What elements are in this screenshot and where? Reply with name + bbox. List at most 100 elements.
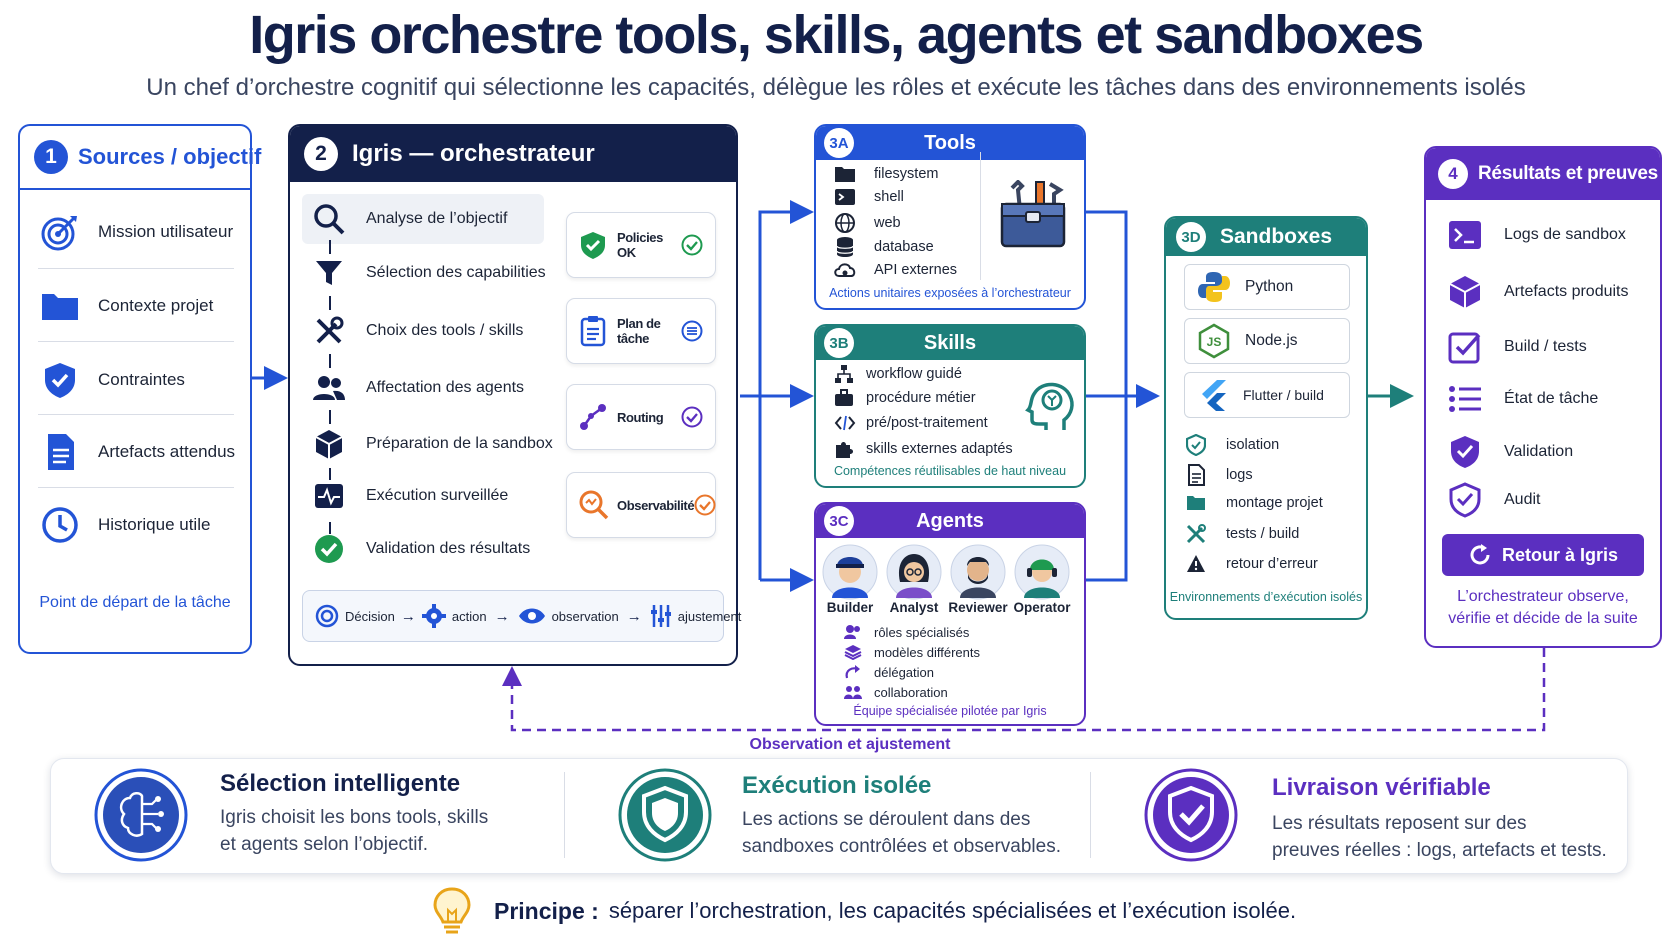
folder-icon	[834, 164, 856, 184]
step-selection: Sélection des capabilities	[312, 258, 546, 288]
item-label: Contexte projet	[98, 296, 214, 315]
result-artefacts: Artefacts produits	[1448, 274, 1629, 310]
shield-check-icon	[1448, 434, 1482, 470]
route-icon	[579, 402, 607, 432]
workflow-icon	[834, 364, 854, 384]
sandbox-logs: logs	[1186, 464, 1253, 486]
skill-workflow: workflow guidé	[834, 364, 962, 384]
cube-icon	[312, 428, 346, 460]
tools-icon	[1186, 524, 1206, 544]
skill-label: procédure métier	[866, 390, 976, 406]
result-etat: État de tâche	[1448, 384, 1598, 414]
monitor-pulse-icon	[312, 482, 346, 510]
sources-header: 1 Sources / objectif	[34, 140, 261, 174]
tools-footer: Actions unitaires exposées à l’orchestra…	[829, 286, 1071, 300]
tool-shell: shell	[834, 188, 904, 206]
retour-button[interactable]: Retour à Igris	[1442, 534, 1644, 576]
sources-title: Sources / objectif	[78, 144, 262, 169]
benefit-title: Livraison vérifiable	[1272, 774, 1491, 801]
step-label: Affectation des agents	[366, 379, 525, 396]
step-label: Choix des tools / skills	[366, 322, 524, 339]
step-number: 4	[1438, 159, 1468, 189]
puzzle-icon	[834, 439, 854, 459]
users-icon	[312, 374, 346, 402]
sources-item-historique: Historique utile	[40, 505, 210, 545]
loop-label: action	[451, 608, 487, 624]
skill-label: workflow guidé	[866, 366, 962, 382]
result-build: Build / tests	[1448, 330, 1587, 364]
result-audit: Audit	[1448, 482, 1540, 518]
layers-icon	[844, 644, 862, 660]
tool-filesystem: filesystem	[834, 164, 938, 184]
tool-label: database	[874, 239, 934, 255]
runtime-label: Node.js	[1245, 332, 1298, 349]
loop-label: ajustement	[677, 608, 742, 624]
folder-icon	[40, 288, 80, 324]
results-footer-line2: vérifie et décide de la suite	[1448, 610, 1638, 627]
runtime-python: Python	[1184, 264, 1350, 310]
role-label: Builder	[826, 600, 874, 615]
sandbox-item-label: logs	[1226, 467, 1253, 483]
sources-item-contexte: Contexte projet	[40, 288, 213, 324]
loop-label: observation	[551, 608, 619, 624]
benefits-band	[50, 758, 1628, 874]
tool-web: web	[834, 212, 901, 234]
funnel-icon	[312, 258, 346, 288]
shield-icon	[1186, 434, 1206, 456]
agent-item-label: délégation	[874, 664, 934, 680]
check-label: Routing	[617, 409, 664, 425]
step-label: Sélection des capabilities	[366, 264, 546, 281]
results-footer-line1: L’orchestrateur observe,	[1457, 588, 1629, 605]
benefit-text: Igris choisit les bons tools, skills	[220, 807, 489, 828]
sandbox-tests: tests / build	[1186, 524, 1299, 544]
check-circle-icon	[312, 534, 346, 564]
step-number: 3D	[1176, 222, 1206, 252]
magnifier-chart-icon	[579, 490, 609, 520]
benefit-text: et agents selon l’objectif.	[220, 834, 429, 855]
sandbox-item-label: isolation	[1226, 437, 1280, 453]
principle-line: Principe : séparer l’orchestration, les …	[432, 886, 1296, 936]
benefit-text: Les résultats reposent sur des	[1272, 813, 1527, 834]
skill-pre-post: pré/post-traitement	[834, 414, 988, 432]
decision-loop-bar: Décision → action → observation → ajuste…	[302, 590, 741, 642]
skills-footer: Compétences réutilisables de haut niveau	[833, 464, 1067, 478]
briefcase-icon	[834, 389, 854, 407]
skill-procedure: procédure métier	[834, 389, 976, 407]
tool-label: shell	[874, 189, 904, 205]
eye-icon	[518, 606, 546, 626]
runtime-label: Python	[1245, 278, 1294, 295]
step-number: 1	[34, 140, 68, 174]
step-label: Préparation de la sandbox	[366, 435, 553, 452]
check-policies: Policies OK	[566, 212, 716, 278]
agent-item-label: collaboration	[874, 684, 948, 700]
item-label: Mission utilisateur	[98, 222, 234, 241]
refresh-icon	[1468, 543, 1492, 567]
role-label: Analyst	[889, 600, 939, 615]
sandbox-erreur: retour d’erreur	[1186, 554, 1318, 574]
step-label: Analyse de l’objectif	[366, 210, 508, 227]
step-connectors	[329, 240, 331, 534]
sources-footer: Point de départ de la tâche	[39, 594, 231, 611]
benefit-text: preuves réelles : logs, artefacts et tes…	[1272, 840, 1607, 861]
check-plan: Plan de tâche	[566, 298, 716, 364]
tool-api: API externes	[834, 260, 957, 280]
tool-database: database	[834, 236, 934, 258]
clipboard-icon	[579, 315, 607, 347]
target-icon	[40, 212, 80, 252]
step-number: 3C	[824, 506, 854, 536]
svg-text:JS: JS	[1207, 335, 1222, 349]
agent-item-delegation: délégation	[844, 664, 934, 680]
step-validation: Validation des résultats	[312, 534, 530, 564]
agent-item-label: modèles différents	[874, 644, 980, 660]
tool-label: filesystem	[874, 166, 939, 182]
redo-arrow-icon	[844, 664, 862, 680]
terminal-icon	[834, 188, 856, 206]
sandbox-item-label: retour d’erreur	[1226, 556, 1318, 572]
result-label: Build / tests	[1504, 338, 1587, 355]
reviewer-avatar	[950, 544, 1006, 600]
orchestrator-title: Igris — orchestrateur	[352, 140, 595, 167]
cloud-gear-icon	[834, 260, 856, 280]
shield-teal-icon	[618, 768, 712, 867]
sandbox-isolation: isolation	[1186, 434, 1279, 456]
